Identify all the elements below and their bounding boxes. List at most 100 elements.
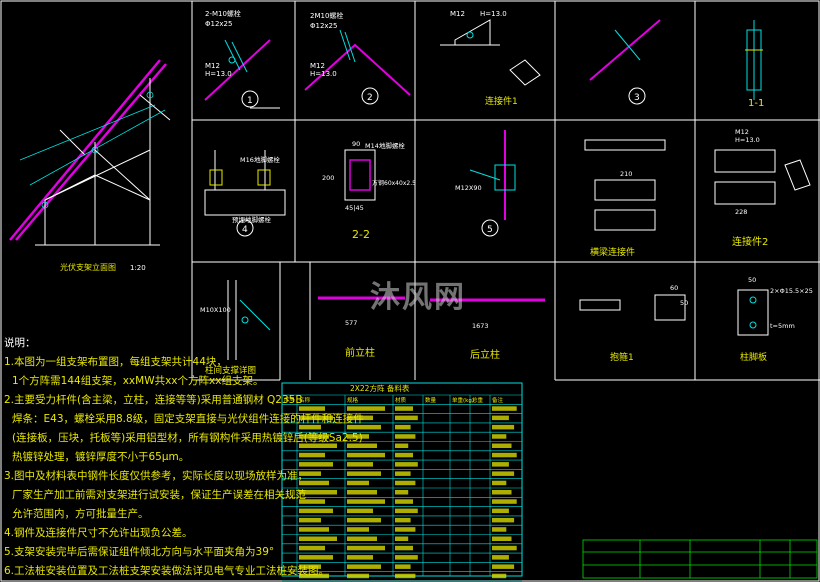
p7-label: M14地脚螺栓 — [365, 141, 405, 150]
p15-dim2: t=5mm — [770, 322, 795, 330]
p14-dim1: 60 — [670, 284, 678, 292]
table-cell-text — [492, 536, 512, 541]
note-line: 2.主要受力杆件(含主梁，立柱，连接等等)采用普通钢材 Q235B — [4, 394, 303, 406]
main-elevation-view: 光伏支架立面图 1:20 — [9, 59, 171, 272]
p14-dim2: 50 — [680, 299, 688, 307]
table-cell-text — [347, 415, 373, 421]
table-cell-text — [299, 555, 333, 560]
note-line: 6.工法桩安装位置及工法桩支架安装做法详见电气专业工法桩安装图。 — [4, 565, 330, 577]
note-line: 厂家生产加工前需对支架进行试安装，保证生产误差在相关规范 — [12, 489, 306, 501]
table-header: 规格 — [347, 396, 359, 404]
panel-section-1-1: 1-1 — [745, 20, 764, 109]
table-cell-text — [395, 527, 416, 532]
table-cell-text — [492, 443, 512, 448]
table-cell-text — [395, 471, 411, 476]
panel-base-plate: 50 2×Φ15.5×25 t=5mm 柱脚板 — [737, 276, 813, 363]
table-cell-text — [347, 517, 381, 523]
table-cell-text — [395, 536, 409, 541]
note-line: 1.本图为一组支架布置图，每组支架共计44块， — [4, 356, 227, 368]
table-cell-text — [395, 443, 409, 448]
table-cell-text — [492, 490, 512, 495]
p3-title: 连接件1 — [485, 95, 518, 107]
note-line: 3.图中及材料表中钢件长度仅供参考，实际长度以现场放样为准， — [4, 470, 309, 482]
p7-steel: 方钢60x40x2.5 — [372, 179, 416, 187]
table-cell-text — [492, 545, 517, 551]
panel-detail-1: 2-M10螺栓 Φ12x25 M12 H=13.0 1 — [204, 9, 280, 109]
table-cell-text — [347, 462, 373, 467]
table-cell-text — [299, 490, 337, 495]
p2-label-m: M12 — [310, 62, 325, 70]
table-cell-text — [299, 434, 329, 439]
p13-dim1: 1673 — [472, 322, 489, 330]
p6-num: 4 — [242, 225, 248, 235]
table-cell-text — [395, 555, 418, 560]
table-cell-text — [395, 517, 411, 523]
p10-label-m: M12 — [735, 128, 749, 136]
table-cell-text — [299, 564, 321, 569]
table-header: 单重(kg) — [452, 396, 474, 404]
p1-label-sub: Φ12x25 — [205, 20, 232, 28]
table-header: 序号 — [284, 396, 296, 404]
panel-detail-2: 2M10螺栓 Φ12x25 M12 H=13.0 2 — [304, 11, 411, 105]
p12-dim1: 577 — [345, 319, 357, 327]
table-cell-text — [347, 434, 369, 439]
table-cell-text — [492, 424, 515, 430]
watermark-logo: 沐风网 — [370, 280, 466, 315]
table-cell-text — [347, 443, 377, 448]
table-cell-text — [395, 490, 409, 495]
table-cell-text — [492, 452, 517, 458]
table-cell-text — [395, 499, 413, 504]
note-line: 焊条：E43，螺栓采用8.8级，固定支架直接与光伏组件连接的杆件和连接件 — [12, 413, 364, 425]
main-view-scale: 1:20 — [130, 264, 146, 272]
design-notes: 说明： 1.本图为一组支架布置图，每组支架共计44块， 1个方阵需144组支架，… — [4, 334, 364, 581]
p11-title: 柱间支撑详图 — [205, 365, 256, 376]
table-cell-text — [492, 555, 509, 560]
table-cell-text — [347, 545, 385, 551]
p1-num: 1 — [247, 96, 253, 106]
p7-dim1: 200 — [322, 174, 334, 182]
table-cell-text — [395, 452, 413, 458]
panel-anchor-bolt: M16地脚螺栓 预埋地脚螺栓 4 — [204, 150, 286, 237]
p14-title: 抱箍1 — [610, 351, 634, 363]
table-cell-text — [347, 499, 385, 504]
table-cell-text — [492, 517, 515, 523]
table-header: 名称 — [299, 396, 311, 404]
table-cell-text — [395, 424, 411, 430]
table-cell-text — [347, 564, 381, 569]
table-cell-text — [299, 471, 321, 476]
p2-label-top: 2M10螺栓 — [310, 11, 343, 20]
table-cell-text — [299, 462, 333, 467]
table-cell-text — [347, 527, 369, 532]
p6-label: M16地脚螺栓 — [240, 155, 280, 164]
table-cell-text — [347, 406, 385, 411]
p15-title: 柱脚板 — [740, 351, 767, 363]
p10-title: 连接件2 — [732, 235, 768, 248]
table-cell-text — [492, 434, 507, 439]
table-cell-text — [299, 406, 325, 411]
table-cell-text — [492, 508, 509, 514]
p13-title: 后立柱 — [470, 348, 500, 361]
panel-connector-2: M12 H=13.0 228 连接件2 — [714, 128, 811, 248]
table-cell-text — [299, 536, 337, 541]
table-header: 备注 — [492, 396, 504, 404]
table-header: 数量 — [425, 396, 437, 404]
table-cell-text — [299, 443, 337, 448]
table-cell-text — [492, 462, 509, 467]
main-view-caption: 光伏支架立面图 — [60, 262, 116, 272]
table-cell-text — [395, 480, 416, 486]
title-block — [582, 539, 818, 579]
p3-label-m: M12 — [450, 10, 465, 18]
table-cell-text — [492, 499, 517, 504]
p12-title: 前立柱 — [345, 346, 375, 359]
table-cell-text — [347, 452, 385, 458]
materials-table: 2X22方阵 备料表 序号名称规格材质数量单重(kg)总重备注 — [281, 382, 523, 582]
p2-label-h: H=13.0 — [310, 70, 337, 78]
table-cell-text — [299, 517, 321, 523]
p15-label: 2×Φ15.5×25 — [770, 287, 813, 295]
note-line: 允许范围内，方可批量生产。 — [12, 508, 149, 520]
panel-section-2-2: M14地脚螺栓 200 90 45|45 方钢60x40x2.5 2-2 — [322, 140, 416, 241]
p1-label-h: H=13.0 — [205, 70, 232, 78]
table-cell-text — [347, 490, 377, 495]
p2-label-sub: Φ12x25 — [310, 22, 337, 30]
